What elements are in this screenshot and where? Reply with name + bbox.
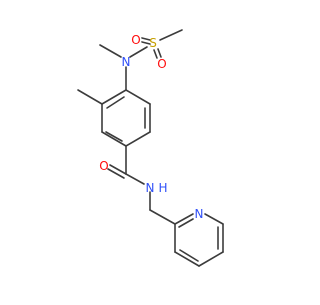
- structure-diagram: S O O N O N H N: [77, 29, 224, 267]
- bond-s-o-left-a: [141, 37, 151, 41]
- bond-c-o-a: [109, 164, 127, 175]
- amide-nitrogen-label: N: [146, 181, 155, 195]
- sulfur-label: S: [149, 36, 157, 50]
- ring-bond-3: [125, 131, 151, 147]
- sulfonyl-oxygen-left-label: O: [131, 33, 140, 47]
- bond-ch2-pyr: [149, 209, 176, 225]
- pyr-double-3: [179, 249, 199, 262]
- pyridine-nitrogen-label: N: [195, 207, 204, 221]
- ring-double-2: [105, 131, 123, 142]
- atom-labels: S O O N O N H N: [99, 33, 203, 221]
- bond-s-ch3: [159, 29, 183, 41]
- ring-bond-4: [101, 131, 127, 147]
- bond-n-ch3: [99, 44, 122, 58]
- pyr-double-1: [178, 218, 194, 228]
- bond-c-n: [125, 173, 145, 185]
- bond-c-o-b: [107, 168, 125, 179]
- bonds: [77, 29, 224, 267]
- bond-s-o-right-a: [153, 49, 158, 59]
- sulfonamide-nitrogen-label: N: [122, 55, 131, 69]
- bond-n-s: [129, 46, 148, 58]
- pyr-bond-4: [198, 251, 224, 267]
- ring-bond-6: [101, 89, 127, 105]
- carbonyl-oxygen-label: O: [99, 159, 108, 173]
- molecule-canvas: S O O N O N H N: [77, 29, 224, 267]
- ring-double-3: [106, 96, 125, 109]
- sulfonyl-oxygen-right-label: O: [157, 57, 166, 71]
- pyr-bond-5: [174, 251, 200, 267]
- bond-ring-ch3: [77, 89, 103, 105]
- pyr-bond-2: [204, 213, 224, 225]
- bond-s-o-left-b: [141, 41, 151, 45]
- bond-s-o-right-b: [157, 48, 162, 58]
- ring-bond-1: [125, 89, 151, 105]
- amide-hydrogen-label: H: [158, 181, 167, 195]
- pyr-bond-1: [174, 213, 194, 225]
